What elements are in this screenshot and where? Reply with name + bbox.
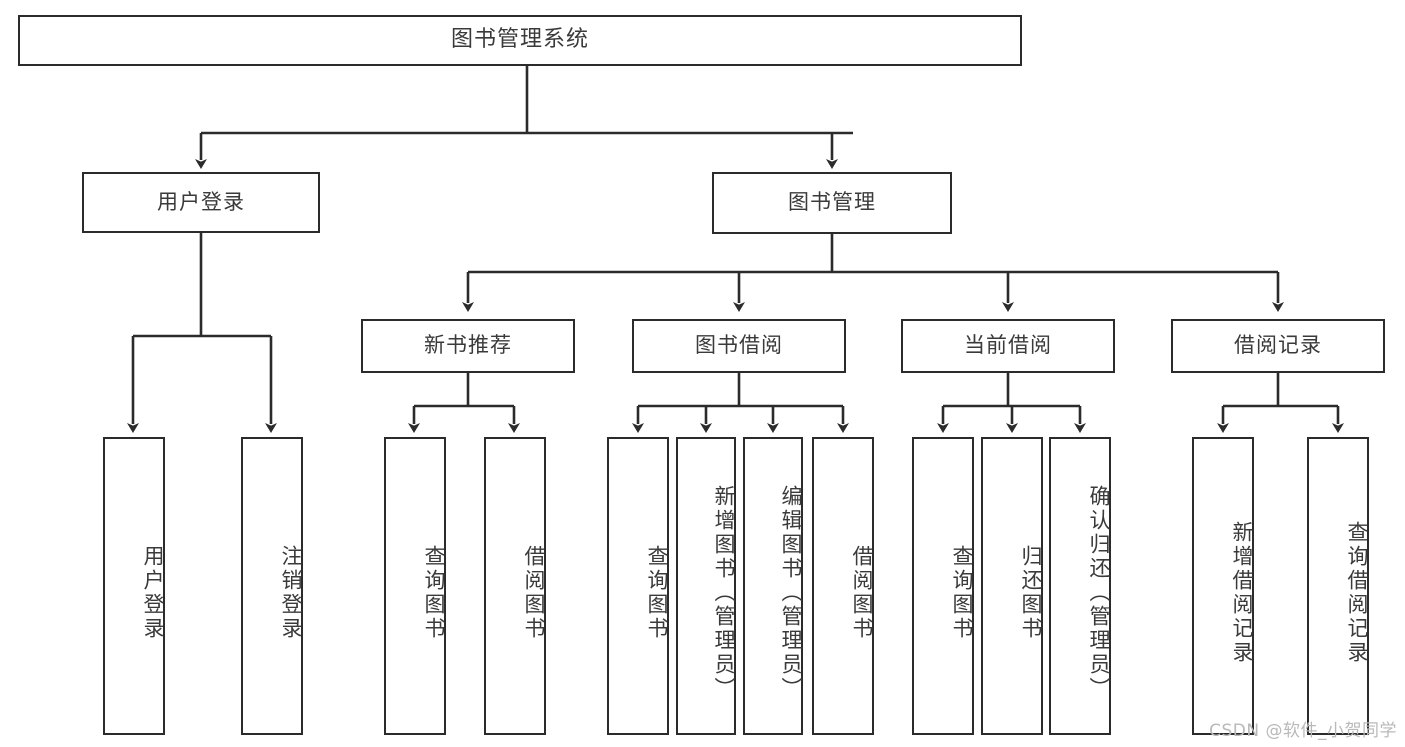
node-root-label: 图书管理系统 xyxy=(450,27,589,53)
node-leaf-add-book-label: 新增图书（管理员） xyxy=(712,485,736,701)
node-leaf-borrow-book-1[interactable]: 借阅图书 xyxy=(484,437,546,735)
node-leaf-query-book-2[interactable]: 查询图书 xyxy=(607,437,669,735)
node-leaf-user-logout[interactable]: 注销登录 xyxy=(241,437,303,735)
node-leaf-borrow-book-2-label: 借阅图书 xyxy=(850,545,874,641)
node-leaf-confirm-return[interactable]: 确认归还（管理员） xyxy=(1049,437,1111,735)
node-user-login-label: 用户登录 xyxy=(157,189,245,214)
node-leaf-query-book-3-label: 查询图书 xyxy=(950,545,974,641)
node-leaf-borrow-book-1-label: 借阅图书 xyxy=(522,545,546,641)
node-leaf-query-record[interactable]: 查询借阅记录 xyxy=(1307,437,1369,735)
node-leaf-return-book[interactable]: 归还图书 xyxy=(981,437,1043,735)
node-book-manage[interactable]: 图书管理 xyxy=(712,172,952,234)
node-leaf-confirm-return-label: 确认归还（管理员） xyxy=(1087,485,1111,701)
node-leaf-add-record[interactable]: 新增借阅记录 xyxy=(1192,437,1254,735)
node-new-book-rec[interactable]: 新书推荐 xyxy=(361,319,575,373)
node-leaf-add-record-label: 新增借阅记录 xyxy=(1230,521,1254,665)
node-leaf-user-login-label: 用户登录 xyxy=(141,545,165,641)
node-current-borrow[interactable]: 当前借阅 xyxy=(901,319,1115,373)
node-new-book-rec-label: 新书推荐 xyxy=(424,333,512,358)
node-leaf-user-login[interactable]: 用户登录 xyxy=(103,437,165,735)
node-leaf-query-book-2-label: 查询图书 xyxy=(645,545,669,641)
node-leaf-edit-book[interactable]: 编辑图书（管理员） xyxy=(743,437,803,735)
node-leaf-query-book-3[interactable]: 查询图书 xyxy=(912,437,974,735)
node-book-borrow[interactable]: 图书借阅 xyxy=(632,319,846,373)
node-leaf-borrow-book-2[interactable]: 借阅图书 xyxy=(812,437,874,735)
node-borrow-record-label: 借阅记录 xyxy=(1234,333,1322,358)
node-leaf-add-book[interactable]: 新增图书（管理员） xyxy=(676,437,736,735)
node-leaf-edit-book-label: 编辑图书（管理员） xyxy=(779,485,803,701)
node-book-manage-label: 图书管理 xyxy=(788,190,876,215)
node-leaf-query-book-1-label: 查询图书 xyxy=(422,545,446,641)
node-borrow-record[interactable]: 借阅记录 xyxy=(1171,319,1385,373)
node-leaf-user-logout-label: 注销登录 xyxy=(279,545,303,641)
node-root[interactable]: 图书管理系统 xyxy=(18,15,1022,66)
node-current-borrow-label: 当前借阅 xyxy=(964,333,1052,358)
node-leaf-return-book-label: 归还图书 xyxy=(1019,545,1043,641)
node-book-borrow-label: 图书借阅 xyxy=(695,333,783,358)
node-leaf-query-book-1[interactable]: 查询图书 xyxy=(384,437,446,735)
node-leaf-query-record-label: 查询借阅记录 xyxy=(1345,521,1369,665)
node-user-login[interactable]: 用户登录 xyxy=(82,172,320,233)
